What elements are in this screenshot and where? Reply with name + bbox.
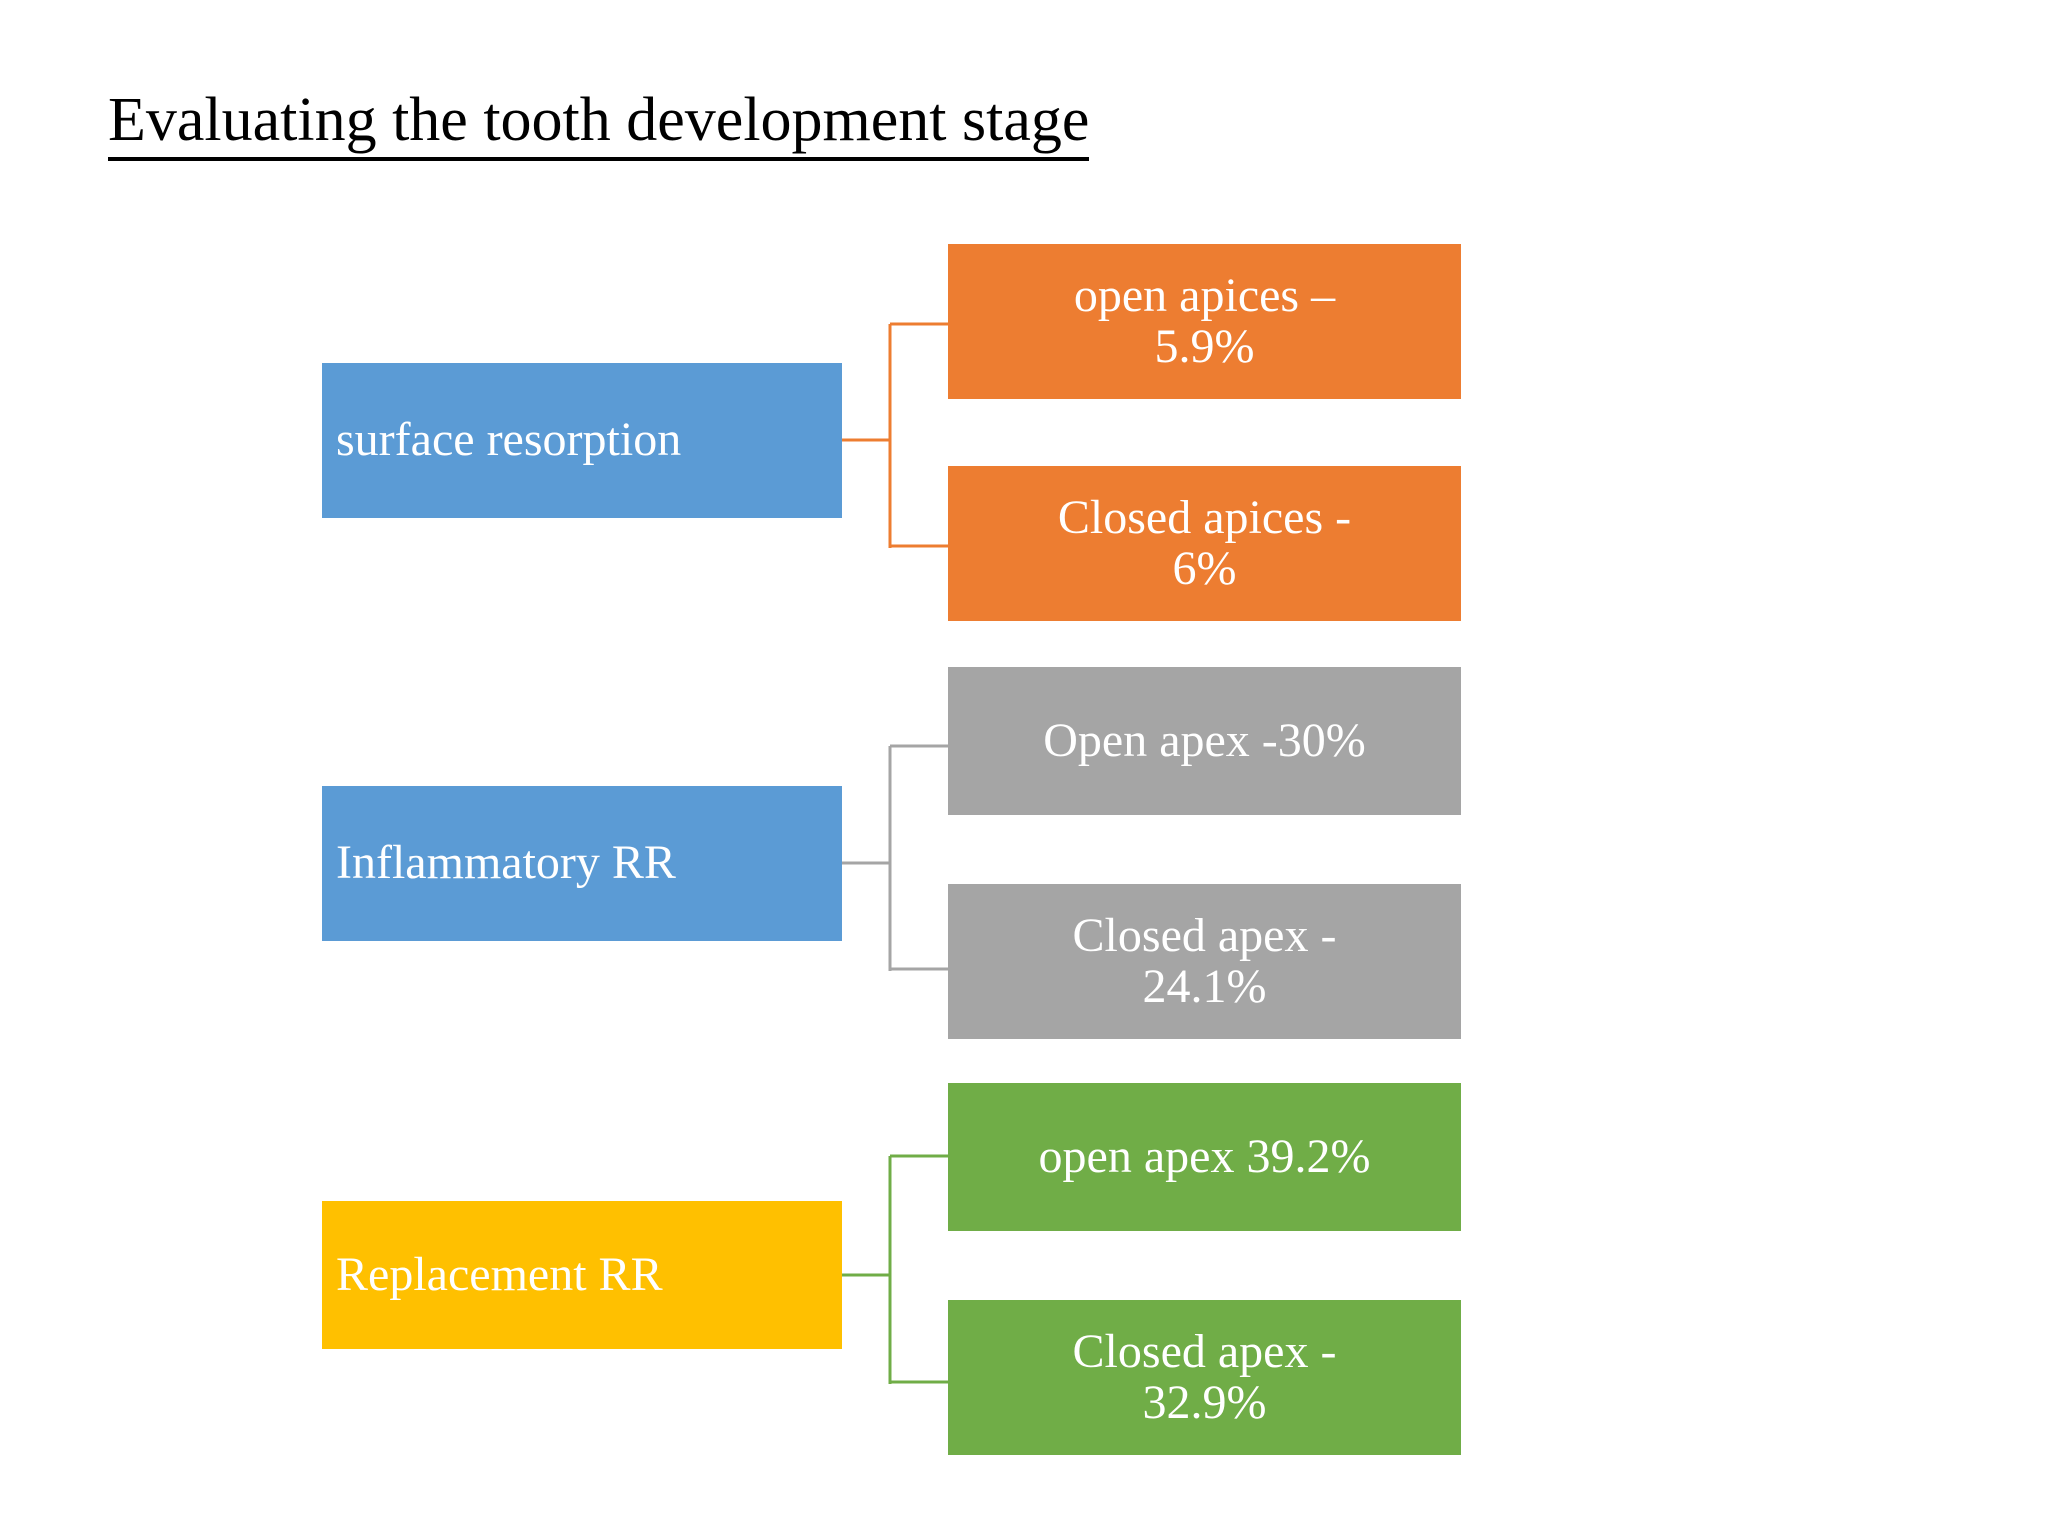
node-label: Closed apex - 32.9%: [1072, 1324, 1337, 1429]
node-child-closed-apex-replacement[interactable]: Closed apex - 32.9%: [948, 1300, 1461, 1455]
node-child-open-apices[interactable]: open apices – 5.9%: [948, 244, 1461, 399]
node-label: surface resorption: [336, 413, 682, 467]
node-label: Inflammatory RR: [336, 836, 676, 890]
connector-replacement-rr: [842, 1150, 952, 1385]
node-label: Closed apices - 6%: [1057, 490, 1352, 595]
node-label: Closed apex - 24.1%: [1072, 908, 1337, 1013]
node-label: open apex 39.2%: [1038, 1129, 1371, 1183]
node-child-closed-apices[interactable]: Closed apices - 6%: [948, 466, 1461, 621]
node-parent-surface-resorption[interactable]: surface resorption: [322, 363, 842, 518]
page-title: Evaluating the tooth development stage: [108, 87, 1090, 162]
connector-inflammatory-rr: [842, 740, 952, 972]
node-label: Open apex -30%: [1043, 713, 1366, 767]
node-child-closed-apex-inflammatory[interactable]: Closed apex - 24.1%: [948, 884, 1461, 1039]
node-parent-replacement-rr[interactable]: Replacement RR: [322, 1201, 842, 1349]
node-label: Replacement RR: [336, 1247, 663, 1301]
node-label: open apices – 5.9%: [1073, 268, 1336, 373]
page-title-text: Evaluating the tooth development stage: [108, 87, 1090, 162]
connector-surface-resorption: [842, 318, 952, 548]
node-child-open-apex-inflammatory[interactable]: Open apex -30%: [948, 667, 1461, 815]
node-parent-inflammatory-rr[interactable]: Inflammatory RR: [322, 786, 842, 941]
node-child-open-apex-replacement[interactable]: open apex 39.2%: [948, 1083, 1461, 1231]
